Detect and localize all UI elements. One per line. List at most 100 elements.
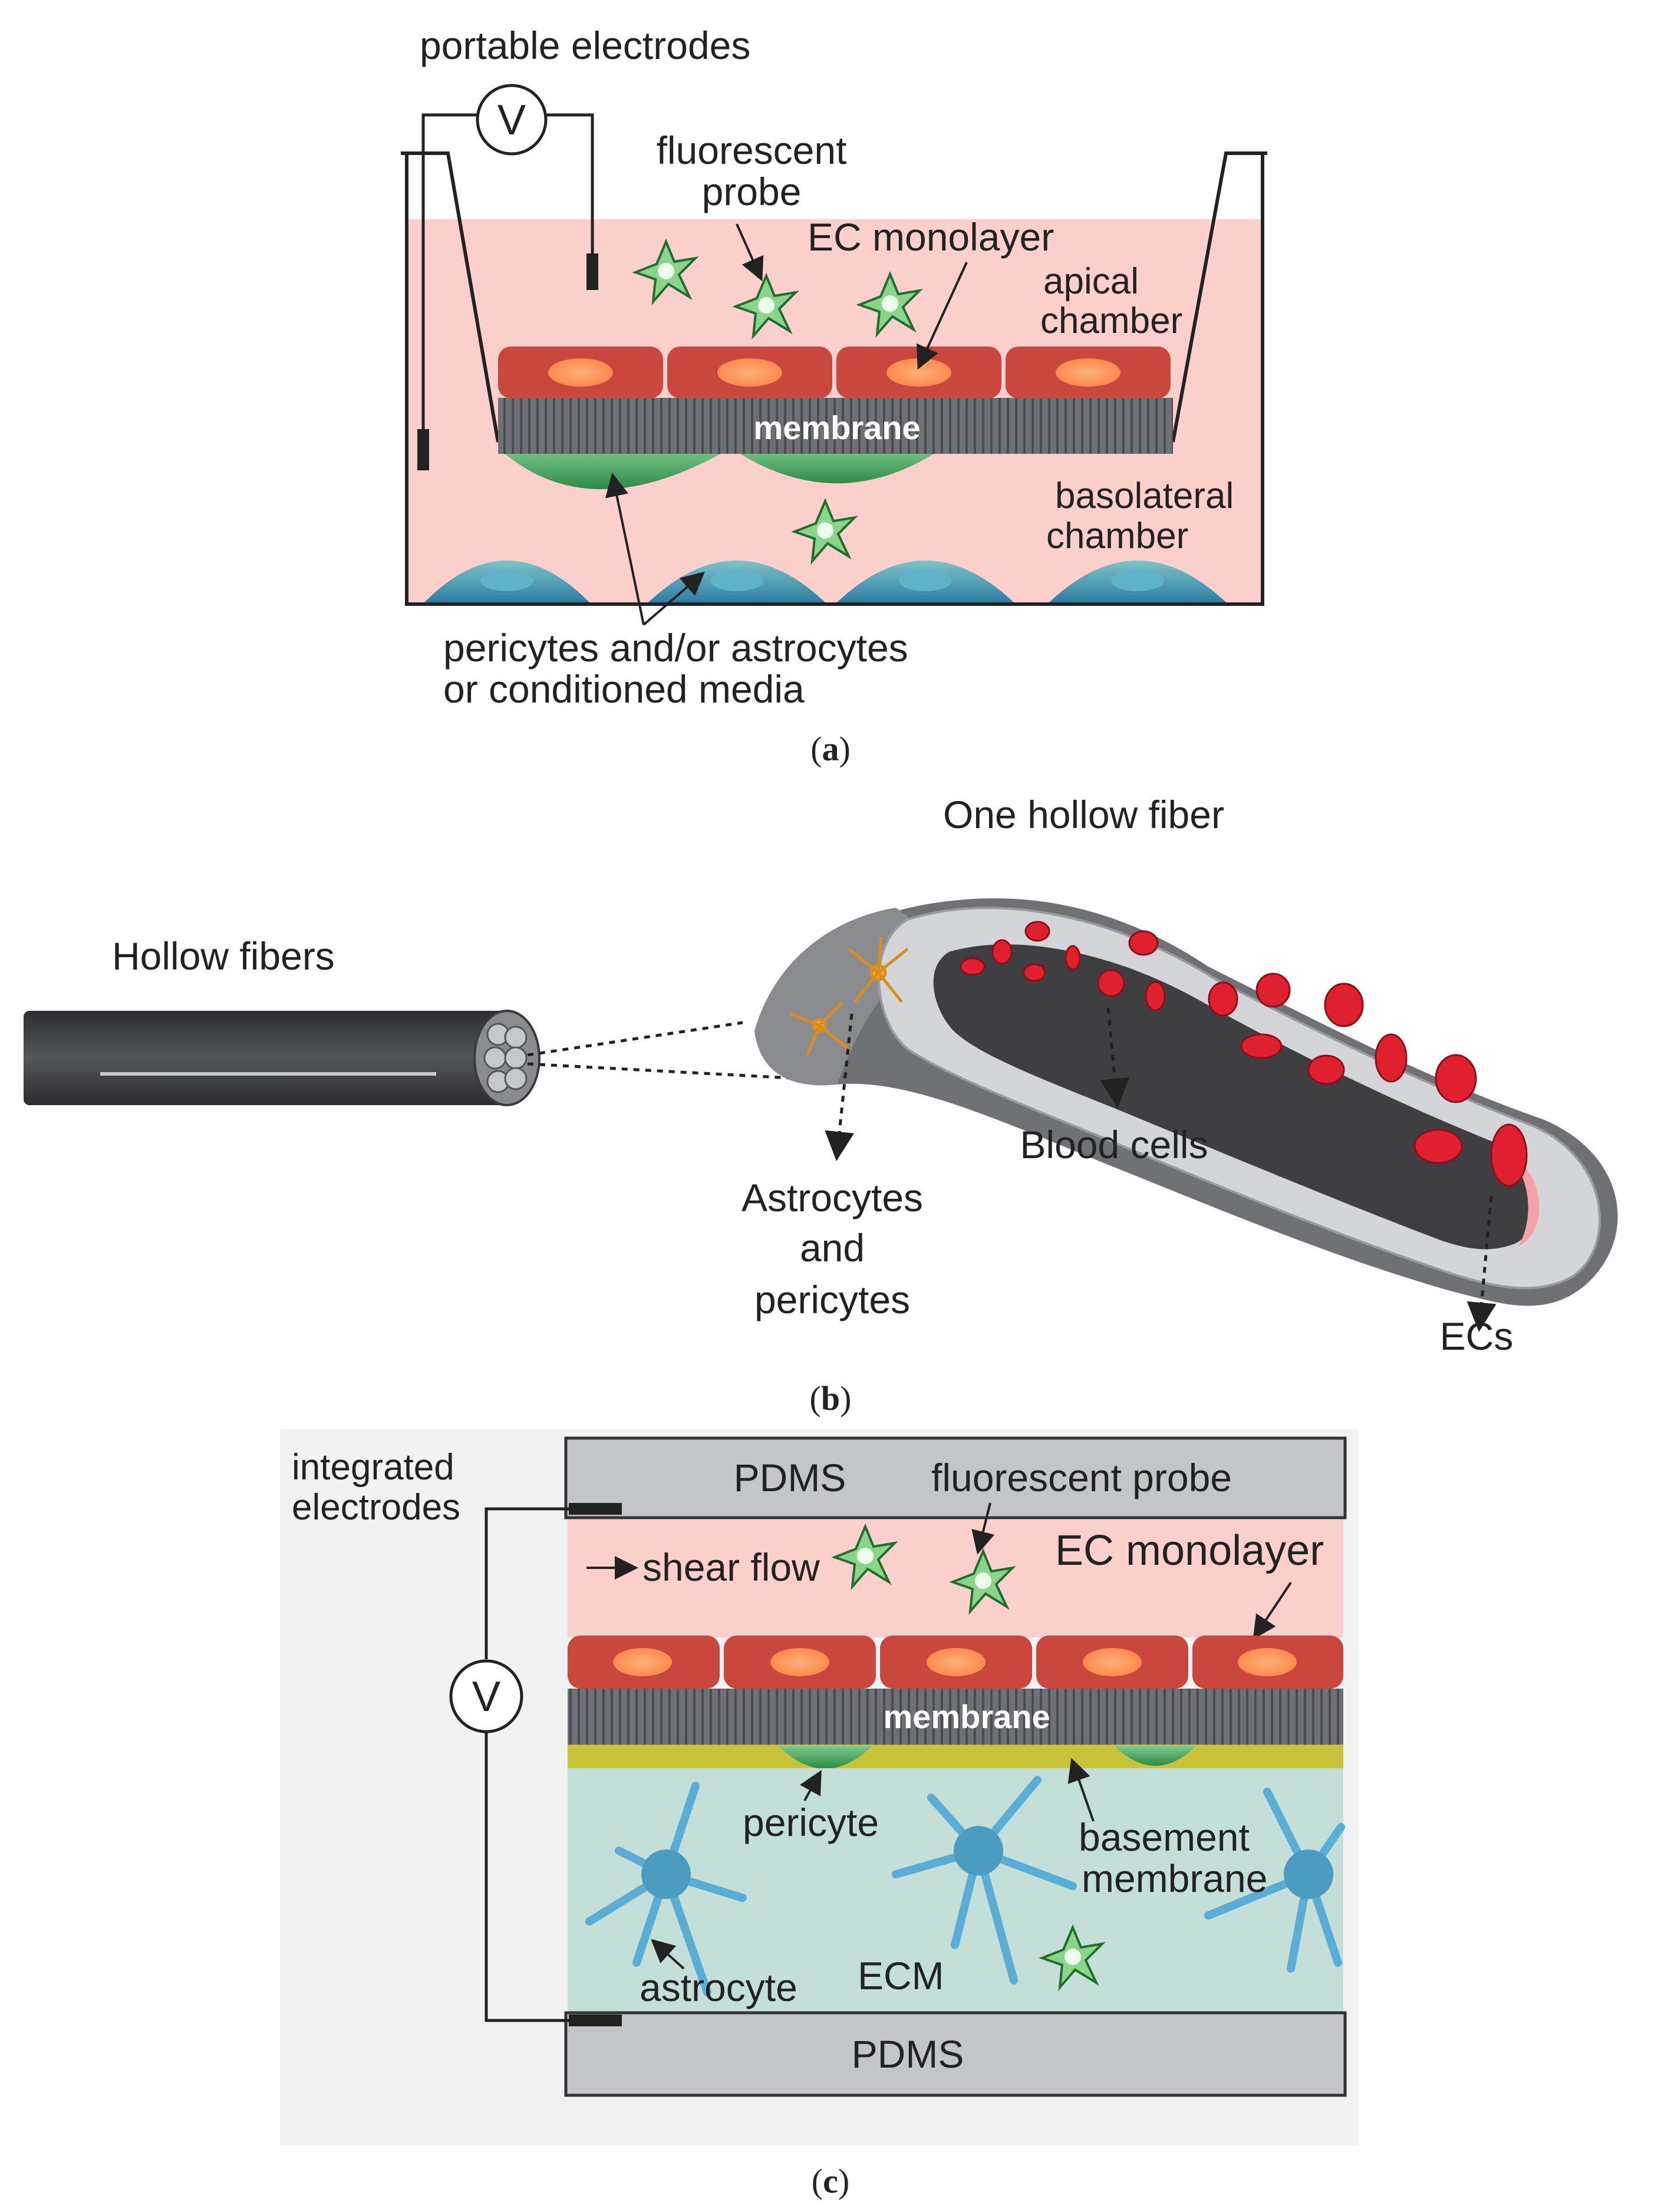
fluorescent-probe-label: fluorescent probe [931, 1456, 1232, 1499]
ec-nucleus [927, 1648, 986, 1676]
arrow [736, 223, 764, 282]
fluorescent-probe-icon [949, 1548, 1016, 1616]
basement-membrane [568, 1745, 1343, 1768]
electrode-pad [569, 1503, 622, 1515]
caption-b: (b) [810, 1379, 852, 1417]
membrane-c [568, 1689, 1343, 1745]
integrated-electrodes-label-2: electrodes [292, 1487, 460, 1528]
zoom-line [527, 1062, 802, 1080]
ec-nucleus [886, 358, 951, 387]
fluorescent-probe-icon [791, 497, 858, 565]
pericyte-label: pericyte [743, 1801, 879, 1844]
ec-monolayer-a [498, 347, 1171, 398]
rbc [1255, 973, 1291, 1008]
astrocytes-label-3: pericytes [754, 1278, 910, 1321]
rbc [1145, 981, 1166, 1011]
shear-flow-label: shear flow [642, 1545, 820, 1589]
arrow [651, 1939, 685, 1970]
portable-electrodes-label: portable electrodes [420, 24, 750, 67]
electrode-wire [485, 1507, 569, 1659]
bottom-cells-a [424, 561, 1226, 602]
fluorescent-probe-label: fluorescent [657, 128, 847, 172]
astrocyte-nucleus [1284, 1850, 1333, 1899]
pdms-top [564, 1436, 1347, 1519]
insert-wall-left [401, 151, 500, 443]
hollow-fiber-lumen [933, 944, 1535, 1250]
apical-channel [568, 1519, 1343, 1637]
arrow [825, 1013, 855, 1161]
ec-nucleus [548, 358, 613, 387]
fluorescent-probe-icon [1039, 1924, 1106, 1992]
insert-wall-right [1171, 151, 1267, 443]
ec-nucleus [1056, 358, 1120, 387]
fluorescent-probe-icon [831, 1523, 898, 1591]
bottom-cell-nucleus [1111, 570, 1164, 591]
pdms-bottom [564, 2011, 1347, 2097]
bottom-cell-nucleus [899, 570, 952, 591]
rbc [1240, 1033, 1283, 1059]
arrow [1100, 1007, 1130, 1108]
rbc [1375, 1033, 1408, 1083]
arrow [799, 1770, 822, 1801]
ec-monolayer-c [568, 1636, 1343, 1689]
fluorescent-probe-icon [856, 271, 923, 338]
basement-membrane-label: basement [1079, 1815, 1250, 1859]
blood-cells-label: Blood cells [1020, 1123, 1208, 1166]
arrow [1466, 1196, 1497, 1332]
astrocyte-icon [585, 1776, 1345, 1996]
fiber-bundle [24, 1011, 507, 1105]
rbc [1097, 969, 1125, 997]
voltmeter-c [449, 1659, 523, 1733]
rbc [991, 939, 1013, 965]
membrane-label: membrane [883, 1698, 1050, 1735]
ec-nucleus [717, 358, 782, 387]
well-wall-left [405, 153, 1264, 606]
pericyte-c [778, 1746, 872, 1769]
pericytes-label-2: or conditioned media [443, 667, 805, 711]
rbc [1324, 983, 1364, 1027]
arrow [1253, 1581, 1292, 1640]
fluorescent-probe-label-2: probe [702, 170, 802, 213]
rbc [1435, 1054, 1477, 1103]
arrow [971, 1502, 995, 1555]
caption-a: (a) [810, 730, 851, 768]
fluorescent-probe-icon [632, 238, 699, 306]
rbc [1128, 930, 1159, 956]
arrow [605, 473, 645, 625]
membrane-a [498, 398, 1173, 454]
voltmeter-symbol: V [472, 1673, 500, 1720]
one-hollow-fiber-label: One hollow fiber [943, 793, 1224, 836]
ec-monolayer-label: EC monolayer [808, 215, 1054, 259]
astrocytes-label-2: and [800, 1226, 865, 1270]
hollow-fibers-label: Hollow fibers [112, 934, 335, 978]
ecs-label: ECs [1440, 1314, 1514, 1358]
bottom-cell-nucleus [710, 570, 763, 591]
electrode-pad [569, 2015, 622, 2026]
pdms-bottom-label: PDMS [852, 2032, 964, 2076]
electrode-tip [417, 429, 429, 470]
astrocytes-label: Astrocytes [741, 1176, 923, 1219]
rbc [960, 957, 986, 976]
voltmeter-a [476, 84, 548, 156]
ec-lining [1500, 1149, 1540, 1247]
rbc [1024, 921, 1050, 942]
basolateral-chamber-label-2: chamber [1046, 516, 1188, 556]
basement-membrane-label-2: membrane [1082, 1857, 1267, 1900]
panel-b: Hollow fibers One hollow fiber [24, 793, 1618, 1417]
astrocyte-nucleus [954, 1826, 1003, 1875]
fiber-ends [483, 1023, 528, 1093]
panel-c: PDMS fluorescent probe shear flow EC mon… [280, 1429, 1359, 2200]
ecm-label: ECM [858, 1954, 944, 1997]
arrow [1067, 1758, 1095, 1822]
rbc [1065, 945, 1081, 971]
electrode-wire [545, 113, 594, 253]
astrocyte-nucleus [641, 1850, 691, 1899]
astrocyte-label: astrocyte [640, 1966, 797, 2009]
rbc [1023, 963, 1046, 982]
electrode-wire [421, 113, 477, 430]
ec-nucleus [613, 1648, 672, 1676]
arrow [642, 571, 706, 626]
rbc [1307, 1054, 1345, 1085]
rbc [1208, 981, 1238, 1017]
